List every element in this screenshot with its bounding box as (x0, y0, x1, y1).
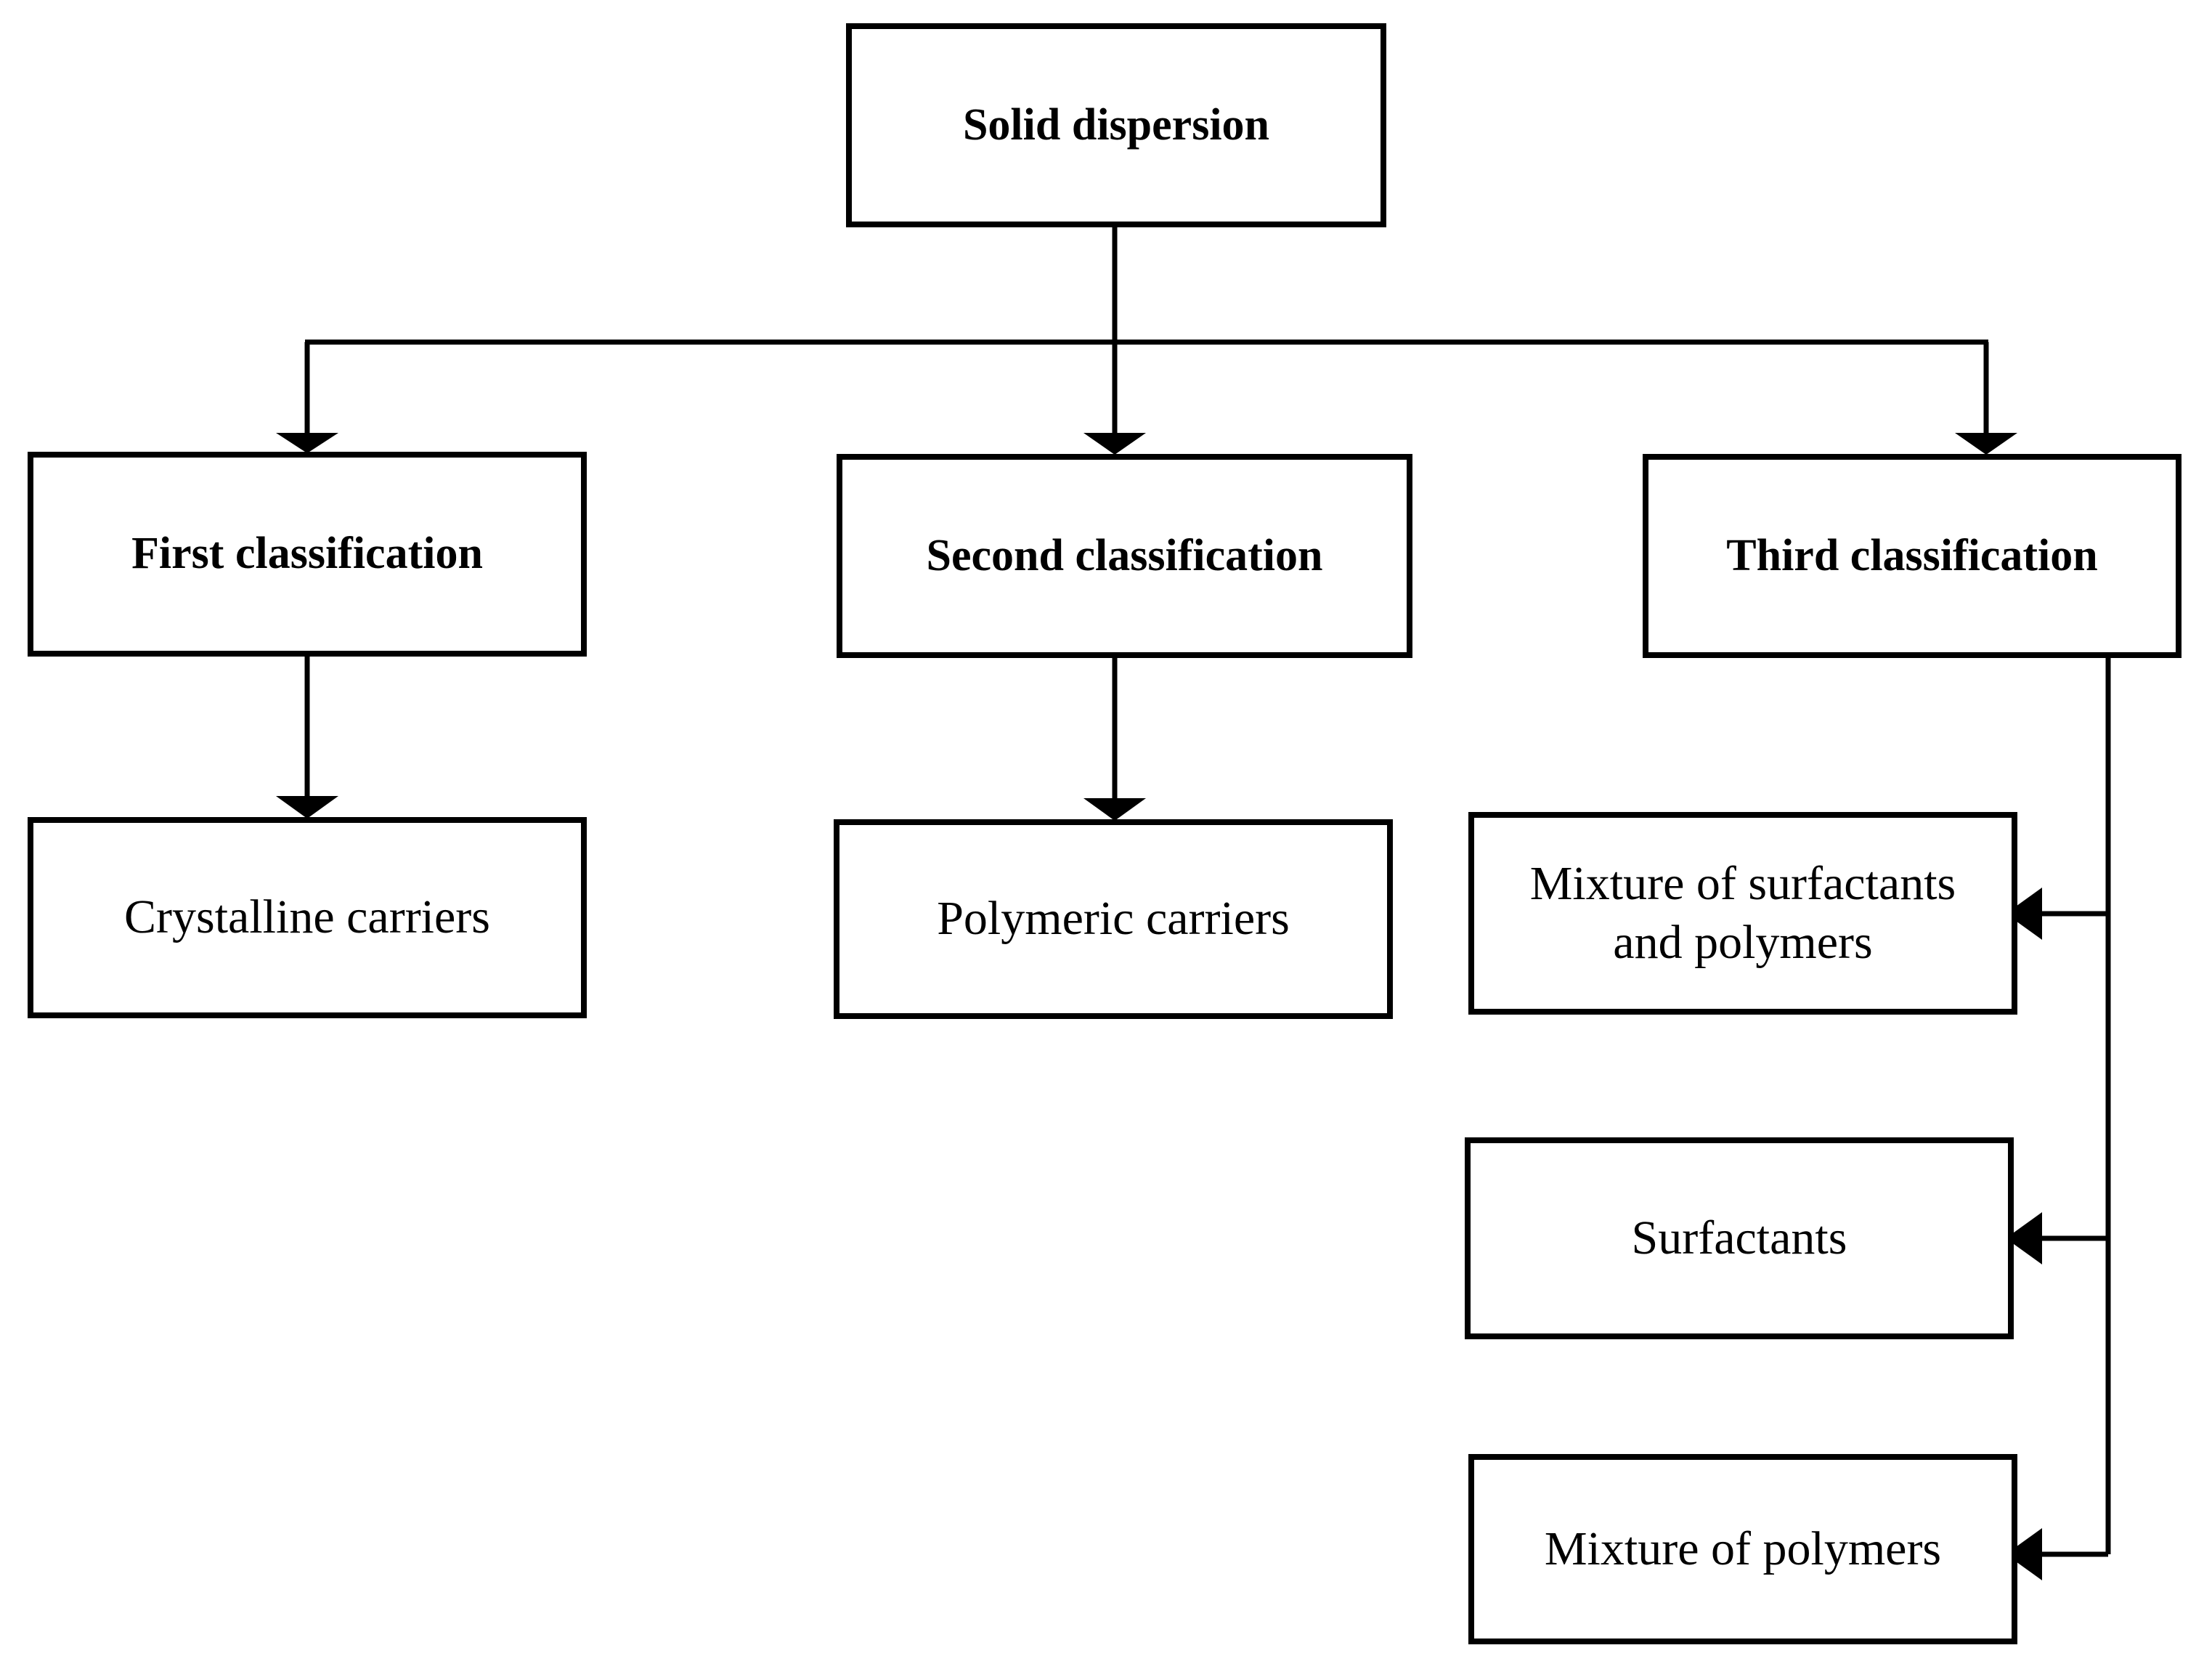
node-label: Mixture of polymers (1544, 1522, 1942, 1575)
node-second-classification[interactable]: Second classification (837, 454, 1412, 658)
node-label: Second classification (926, 530, 1323, 580)
node-label: Third classification (1726, 530, 2098, 580)
node-crystalline-carriers[interactable]: Crystalline carriers (28, 817, 587, 1018)
node-label: Crystalline carriers (124, 890, 490, 944)
node-first-classification[interactable]: First classification (28, 452, 587, 657)
node-label: Mixture of surfactants and polymers (1529, 856, 1956, 969)
arrowhead-bus-to-third (1955, 433, 2017, 455)
arrowhead-bus-to-second (1083, 433, 1146, 455)
node-label: Solid dispersion (962, 100, 1270, 150)
arrowhead-first-to-crystalline (276, 796, 338, 819)
node-polymeric-carriers[interactable]: Polymeric carriers (834, 819, 1393, 1019)
node-mixture-of-surfactants-and-polymers[interactable]: Mixture of surfactants and polymers (1468, 812, 2017, 1015)
node-surfactants[interactable]: Surfactants (1465, 1137, 2014, 1339)
arrowhead-second-to-polymeric (1083, 798, 1146, 821)
node-label: Polymeric carriers (937, 892, 1290, 946)
node-third-classification[interactable]: Third classification (1643, 454, 2181, 658)
arrowhead-bus-to-first (276, 433, 338, 453)
node-label: Surfactants (1631, 1211, 1847, 1264)
node-label: First classification (131, 529, 483, 579)
node-solid-dispersion[interactable]: Solid dispersion (846, 23, 1386, 227)
node-mixture-of-polymers[interactable]: Mixture of polymers (1468, 1454, 2017, 1644)
